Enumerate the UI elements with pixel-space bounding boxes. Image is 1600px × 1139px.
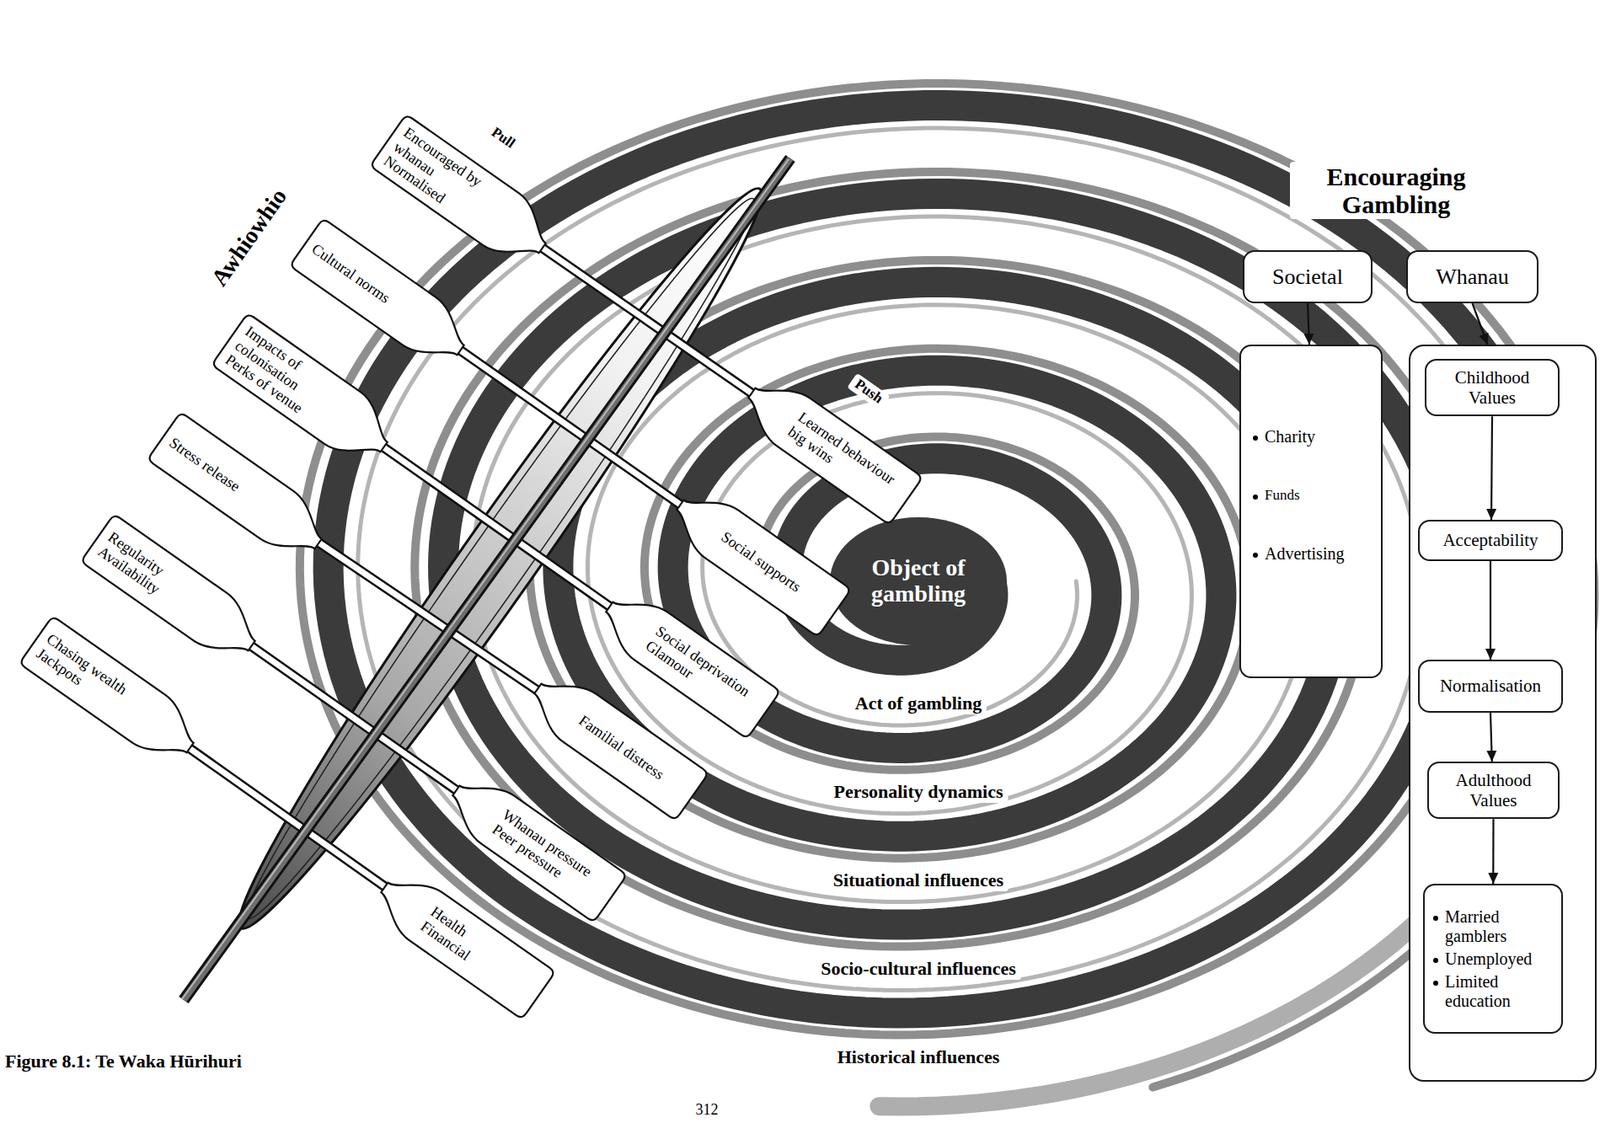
push-paddle-blade: HealthFinancial — [367, 862, 558, 1022]
flow-arrow — [1491, 416, 1493, 520]
flow-box: Childhood Values — [1424, 358, 1560, 417]
spiral-layer-label: Personality dynamics — [828, 781, 1008, 803]
bullet-dot — [1252, 494, 1258, 500]
flow-arrow — [1489, 561, 1492, 660]
bullet-row: Funds — [1252, 486, 1373, 504]
flow-box: Normalisation — [1418, 659, 1563, 713]
paddle-outline — [439, 766, 628, 923]
paddle-outline — [368, 863, 557, 1020]
bullet-text: Charity — [1264, 427, 1316, 447]
box-text: Acceptability — [1442, 529, 1538, 551]
flow-arrow — [1492, 818, 1494, 884]
paddle-shape — [208, 311, 402, 475]
bullet-row: Charity — [1252, 427, 1373, 447]
bullet-row: Advertising — [1252, 544, 1373, 564]
bullet-row: Unemployed — [1433, 949, 1555, 969]
flow-box: Acceptability — [1418, 519, 1563, 562]
bullet-dot — [1252, 552, 1258, 558]
flow-arrow — [1490, 712, 1493, 762]
mast-highlight — [181, 159, 789, 1000]
paddle-shape — [367, 112, 561, 276]
bullet-dot — [1433, 980, 1439, 986]
push-paddle-blade: Learned behaviourbig wins — [734, 368, 926, 527]
box-text: Normalisation — [1439, 675, 1542, 696]
figure-caption: Figure 8.1: Te Waka Hūrihuri — [5, 1051, 242, 1072]
push-paddle-blade: Whanau pressurePeer pressure — [438, 765, 630, 925]
pull-paddle-blade: RegularityAvailability — [78, 512, 269, 671]
box-text: Whanau — [1435, 264, 1510, 290]
spiral-layer-label: Historical influences — [832, 1046, 1005, 1069]
box-text: Adulthood Values — [1437, 770, 1550, 811]
spiral-layer-label: Act of gambling — [850, 692, 987, 715]
spiral-tail — [878, 861, 1475, 1108]
paddle-outline — [80, 513, 268, 670]
flow-arrow — [1472, 303, 1488, 345]
box-text: Childhood Values — [1434, 367, 1550, 408]
panel-ground — [1408, 344, 1597, 1082]
paddle-outline — [663, 481, 852, 637]
pull-paddle-blade: Impacts of colonisationPerks of venue — [208, 311, 402, 475]
bullet-row: Limited education — [1433, 972, 1555, 1012]
pull-label: Pull — [483, 121, 523, 156]
bullet-dot — [1433, 957, 1439, 964]
bullet-list-box: CharityFundsAdvertising — [1239, 344, 1383, 679]
paddle-outline — [211, 313, 402, 474]
paddle-outline — [288, 218, 477, 375]
paddle-outline — [369, 114, 561, 275]
bullet-list-box: Married gamblersUnemployedLimited educat… — [1423, 883, 1563, 1034]
paddle-shape — [78, 512, 269, 671]
vortex-title: Awhiowhio — [203, 179, 296, 296]
waka-mast — [181, 158, 791, 1001]
whanau-panel: Childhood ValuesAcceptabilityNormalisati… — [1408, 344, 1597, 1082]
paddle-outline — [521, 664, 710, 821]
panel-heading: Encouraging Gambling — [1289, 161, 1503, 220]
bullet-text: Limited education — [1444, 972, 1555, 1012]
push-paddle-blade: Social supports — [663, 480, 854, 639]
mast-body — [183, 158, 791, 1001]
pull-paddle-blade: Stress release — [144, 410, 336, 569]
pull-paddle-blade: Cultural norms — [287, 216, 478, 375]
push-label: Push — [846, 373, 890, 411]
flow-arrow — [1307, 303, 1310, 345]
spiral-centre-label: Object of gambling — [855, 555, 982, 608]
paddle-outline — [735, 369, 924, 525]
paddle-outline — [146, 412, 335, 568]
bullet-text: Married gamblers — [1444, 907, 1555, 947]
pull-paddle-blade: Encouraged by whanauNormalised — [367, 112, 561, 276]
mast-outline — [183, 158, 791, 1001]
flow-box: Whanau — [1406, 250, 1539, 304]
bullet-text: Funds — [1264, 486, 1301, 504]
paddle-outline — [18, 615, 207, 772]
spiral-layer-label: Socio-cultural influences — [815, 957, 1022, 980]
spiral-layer-label: Situational influences — [828, 869, 1009, 892]
bullet-dot — [1433, 915, 1439, 921]
flow-box: Societal — [1242, 250, 1373, 304]
box-text: Societal — [1272, 264, 1344, 290]
bullet-text: Advertising — [1264, 544, 1344, 564]
bullet-row: Married gamblers — [1433, 907, 1555, 947]
bullet-text: Unemployed — [1444, 949, 1532, 969]
page-number: 312 — [690, 1101, 724, 1120]
panel-fill — [1408, 344, 1597, 1082]
flow-box: Adulthood Values — [1427, 761, 1560, 819]
bullet-dot — [1252, 435, 1258, 441]
pull-paddle-blade: Chasing wealthJackpots — [16, 614, 208, 773]
